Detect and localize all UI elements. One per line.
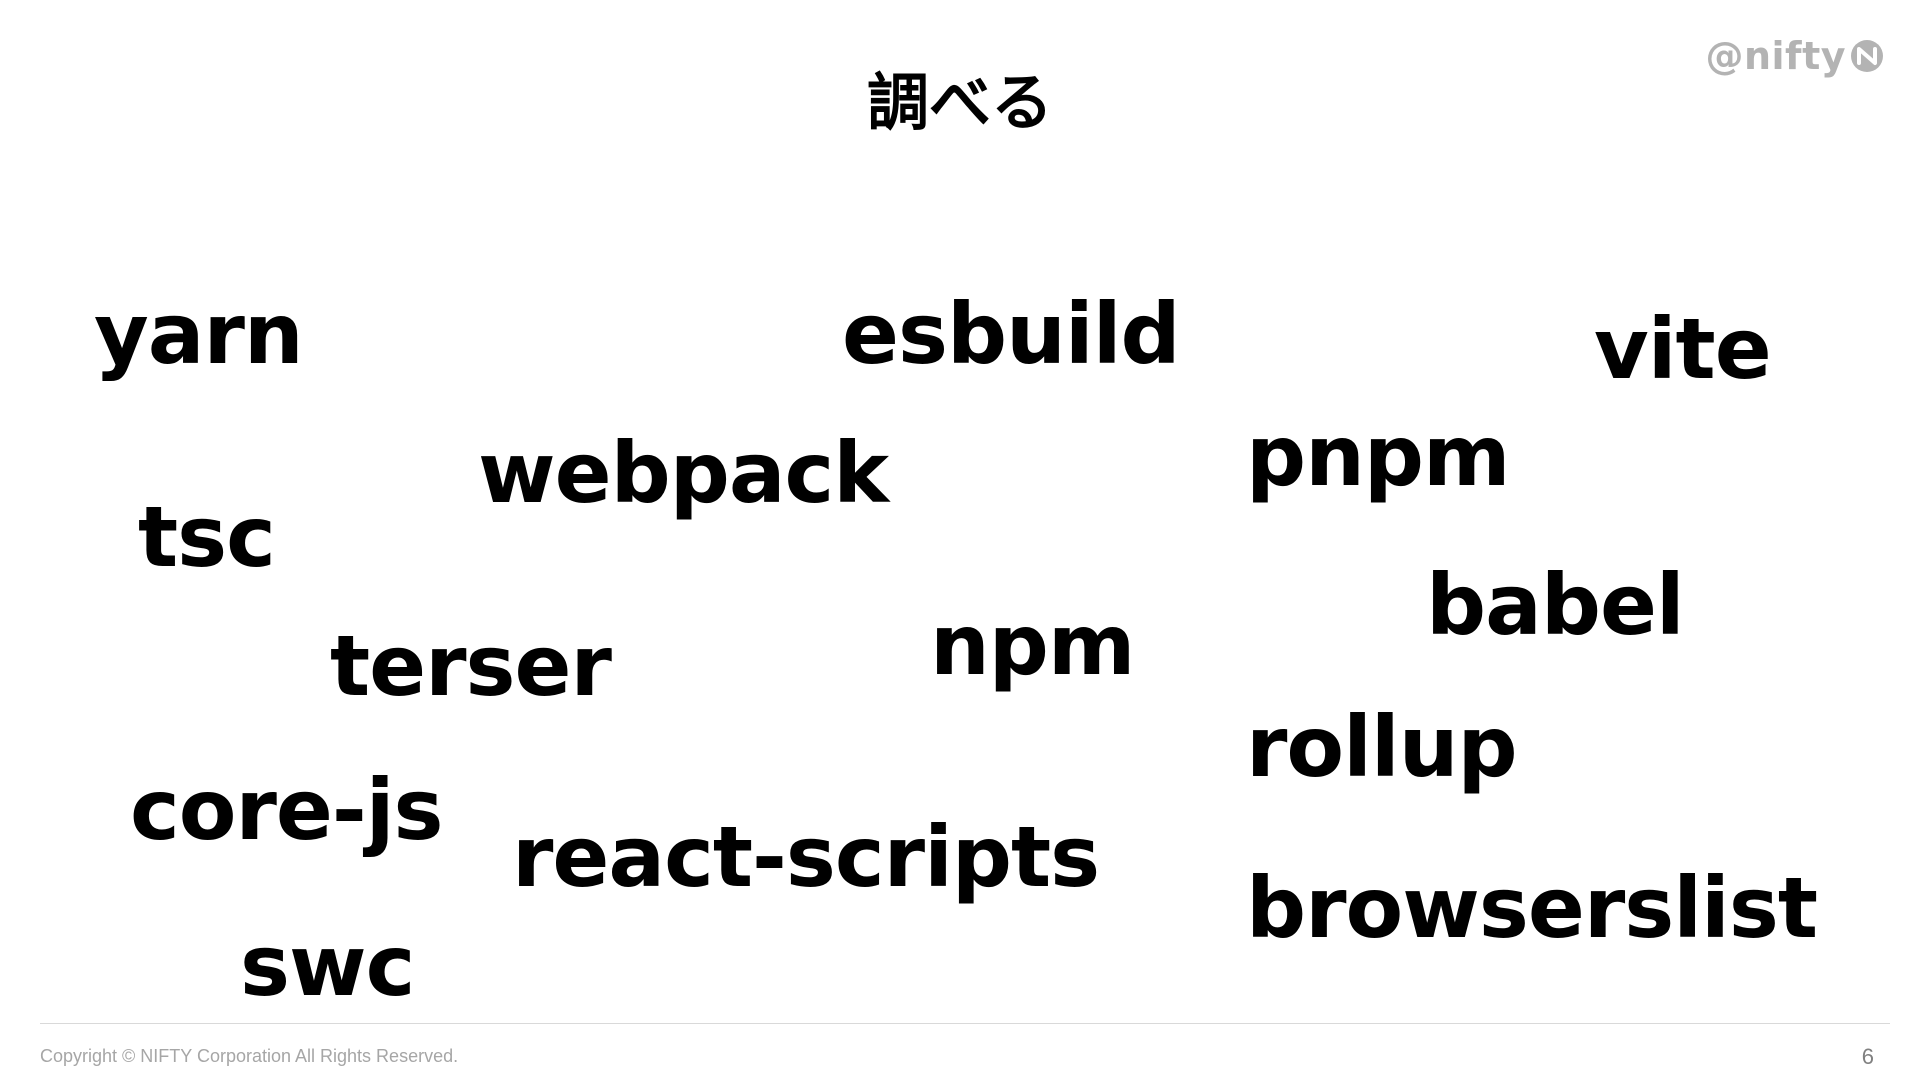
- copyright-text: Copyright © NIFTY Corporation All Rights…: [40, 1046, 459, 1066]
- keyword-esbuild: esbuild: [842, 285, 1181, 383]
- footer-divider: [40, 1023, 1890, 1024]
- keyword-pnpm: pnpm: [1246, 407, 1511, 505]
- keyword-npm: npm: [930, 596, 1135, 694]
- keyword-terser: terser: [330, 617, 612, 715]
- brand-text: @nifty: [1705, 34, 1846, 78]
- keyword-core-js: core-js: [130, 761, 444, 859]
- keyword-react-scripts: react-scripts: [512, 808, 1100, 906]
- brand-logo: @nifty: [1705, 34, 1884, 78]
- page-title: 調べる: [866, 66, 1053, 139]
- keyword-swc: swc: [240, 917, 415, 1015]
- keyword-vite: vite: [1594, 300, 1772, 398]
- keyword-yarn: yarn: [94, 285, 304, 383]
- keyword-rollup: rollup: [1246, 698, 1518, 796]
- keyword-webpack: webpack: [478, 424, 889, 522]
- page-number: 6: [1861, 1044, 1874, 1069]
- nifty-logo-icon: [1851, 40, 1883, 72]
- keyword-tsc: tsc: [138, 488, 276, 586]
- keyword-babel: babel: [1426, 556, 1685, 654]
- keyword-browserslist: browserslist: [1246, 859, 1818, 957]
